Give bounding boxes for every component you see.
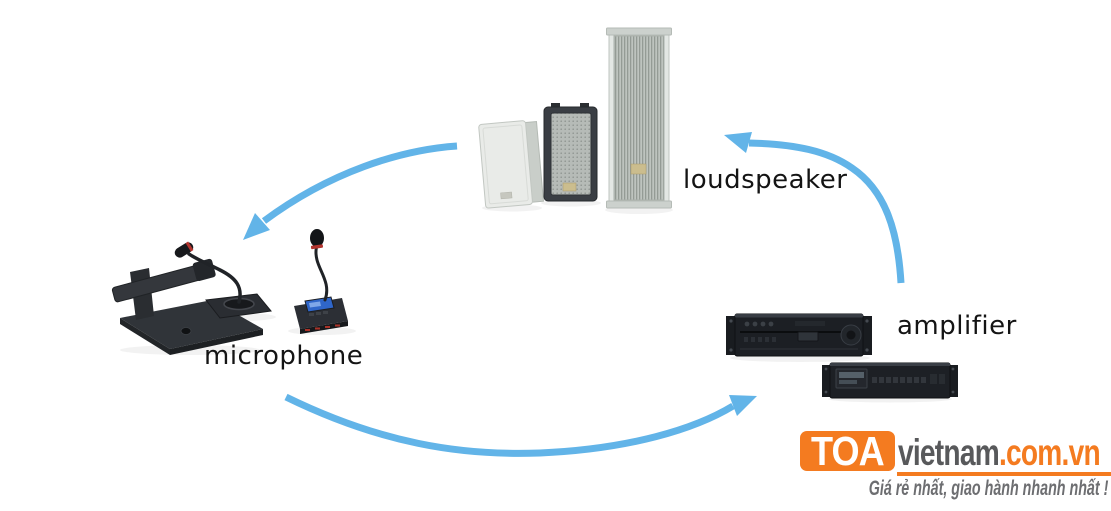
label-amplifier: amplifier — [897, 311, 1017, 341]
label-microphone: microphone — [204, 341, 364, 371]
microphone-group-image — [111, 229, 356, 355]
arrow-amplifier-to-loudspeaker — [724, 132, 905, 284]
toa-logo-text: TOA — [811, 428, 885, 474]
rack-amplifier-large-image — [726, 313, 872, 357]
toa-logo-box: TOA — [800, 428, 895, 474]
column-speaker-image — [606, 27, 672, 209]
arrow-microphone-to-amplifier — [284, 393, 757, 457]
label-loudspeaker: loudspeaker — [683, 165, 848, 195]
brand-domain: vietnam.com.vn — [898, 432, 1101, 473]
arrow-loudspeaker-to-microphone — [243, 142, 458, 240]
loudspeaker-group-image — [478, 27, 673, 214]
gooseneck-base-microphone-image — [174, 241, 272, 319]
brand-domain-name: vietnam — [898, 432, 1000, 473]
rack-amplifier-slim-image — [822, 362, 958, 399]
wall-box-speaker-image — [478, 120, 545, 209]
brand-tagline: Giá rẻ nhất, giao hành nhanh nhất ! — [868, 477, 1108, 500]
amplifier-group-image — [726, 313, 958, 403]
brand-underline — [897, 472, 1111, 476]
console-gooseneck-microphone-image — [294, 229, 348, 334]
toavietnam-logo[interactable]: TOA vietnam.com.vn Giá rẻ nhất, giao hàn… — [800, 430, 1111, 508]
brand-domain-suffix: .com.vn — [998, 432, 1101, 473]
grille-box-speaker-image — [543, 103, 598, 202]
